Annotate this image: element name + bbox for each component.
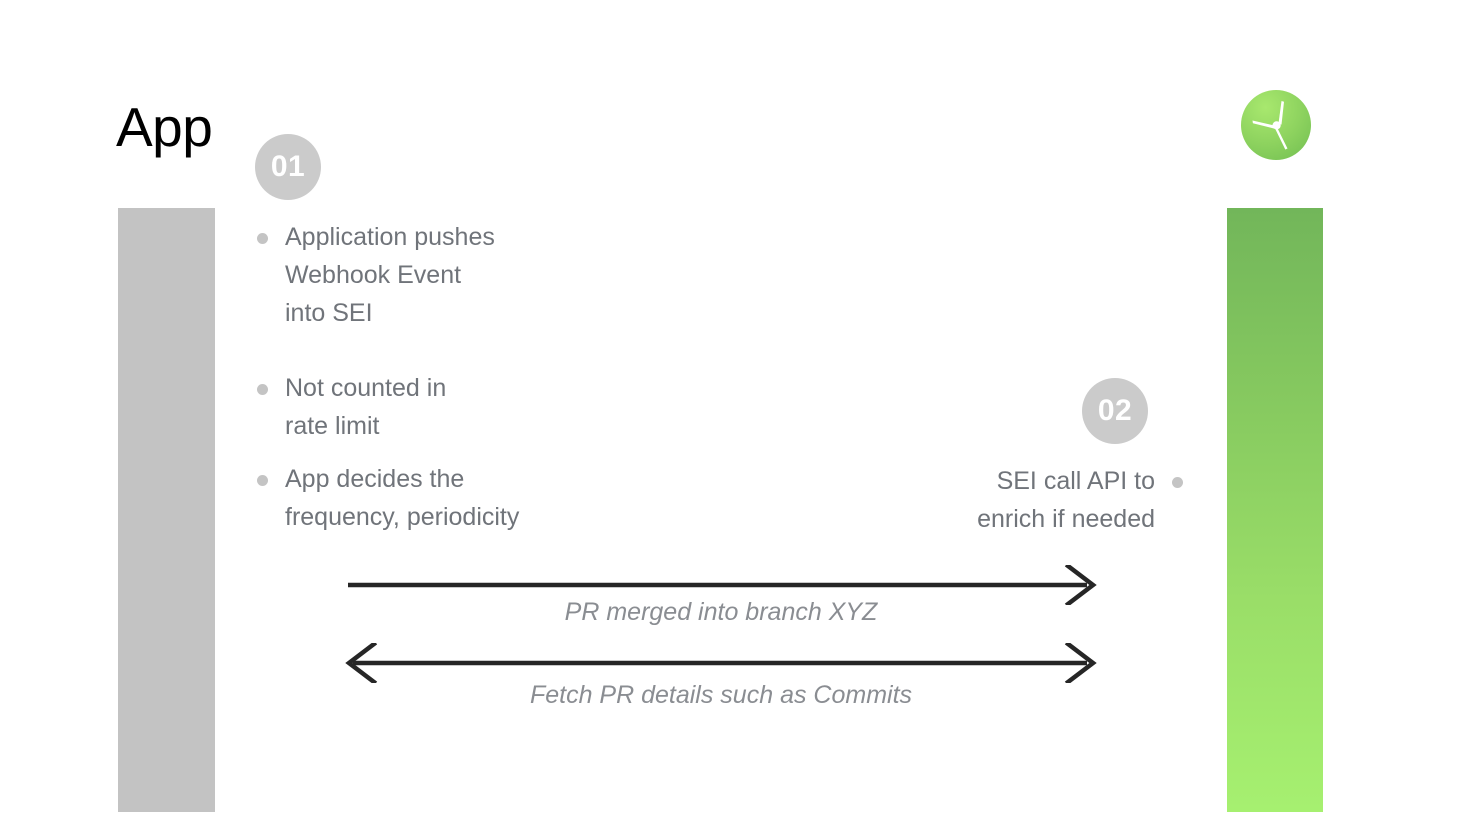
bullet-text: Webhook Event [285, 261, 462, 289]
sei-lane-bar [1227, 208, 1323, 812]
arrow-label-app-to-sei: PR merged into branch XYZ [564, 598, 878, 626]
bullet-line: Webhook Event [255, 256, 595, 294]
bullet-text: Application pushes [285, 223, 495, 251]
bullet-text: SEI call API to [996, 467, 1155, 495]
bullet-line: enrich if needed [855, 500, 1185, 538]
bullet-group-app-1: Application pushes Webhook Event into SE… [255, 218, 595, 332]
bullet-dot-icon [257, 475, 268, 486]
bullet-dot-icon [257, 384, 268, 395]
step-badge-01: 01 [255, 134, 321, 200]
bullet-text: frequency, periodicity [285, 503, 520, 531]
arrow-app-to-sei [345, 565, 1097, 605]
bullet-text: Not counted in [285, 374, 447, 402]
bullet-line: SEI call API to [855, 462, 1185, 500]
bullet-dot-icon [257, 233, 268, 244]
bullet-text: App decides the [285, 465, 465, 493]
bullet-line: Not counted in [255, 369, 595, 407]
bullet-line: frequency, periodicity [255, 498, 595, 536]
step-badge-02: 02 [1082, 378, 1148, 444]
bullet-line: App decides the [255, 460, 595, 498]
bullet-group-app-2: Not counted in rate limit [255, 369, 595, 445]
bullet-line: rate limit [255, 407, 595, 445]
arrow-sei-fetch [345, 643, 1097, 683]
bullet-text: into SEI [285, 299, 373, 327]
arrow-label-sei-fetch: Fetch PR details such as Commits [529, 681, 913, 709]
bullet-line: into SEI [255, 294, 595, 332]
bullet-group-sei-1: SEI call API to enrich if needed [855, 462, 1185, 538]
bullet-group-app-3: App decides the frequency, periodicity [255, 460, 595, 536]
page-title: App [116, 96, 213, 158]
bullet-line: Application pushes [255, 218, 595, 256]
bullet-text: enrich if needed [977, 505, 1155, 533]
propeller-logo-icon [1240, 89, 1312, 161]
bullet-text: rate limit [285, 412, 380, 440]
app-lane-bar [118, 208, 215, 812]
bullet-dot-icon [1172, 477, 1183, 488]
